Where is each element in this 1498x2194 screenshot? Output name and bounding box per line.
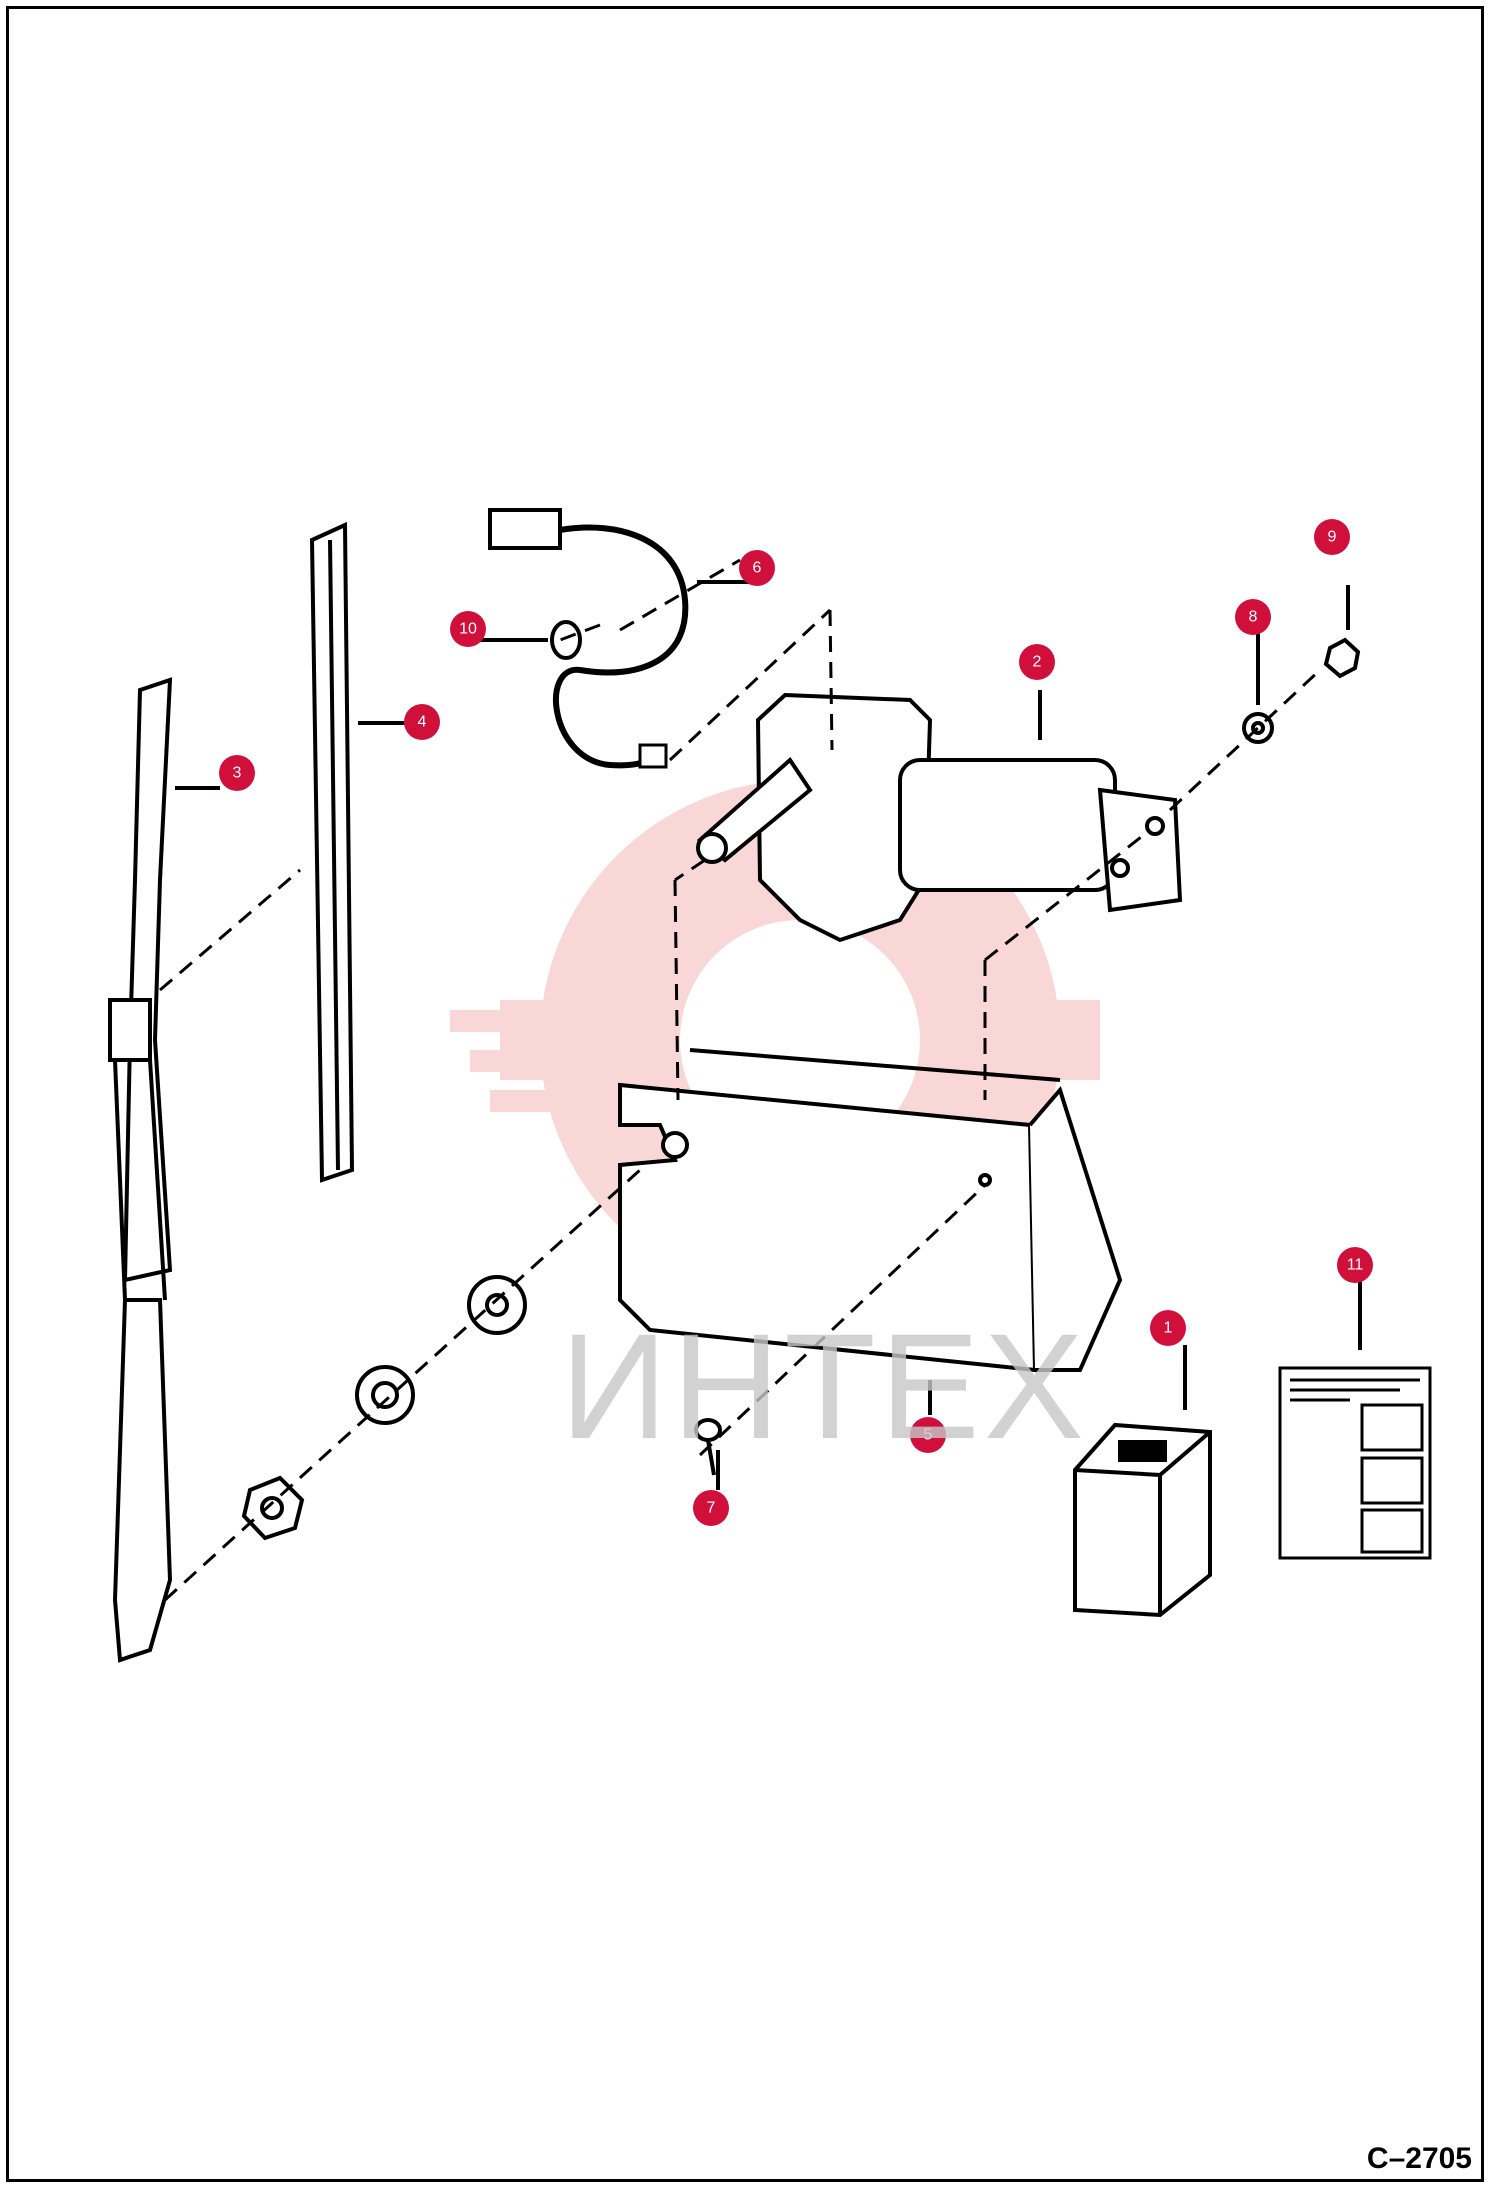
switch-box: [1073, 1422, 1212, 1618]
callout-4: 4: [404, 704, 440, 740]
arm-nut: [241, 1475, 305, 1541]
motor-nut: [1323, 637, 1361, 679]
callout-7-label: 7: [707, 1500, 716, 1517]
callout-7: 7: [693, 1490, 729, 1526]
arm-washer-large: [467, 1275, 527, 1335]
callout-9: 9: [1314, 519, 1350, 555]
callout-2-label: 2: [1033, 654, 1042, 671]
diagram-frame: [6, 6, 1484, 2182]
callout-11: 11: [1337, 1247, 1373, 1283]
callout-8: 8: [1235, 599, 1271, 635]
callout-1-label: 1: [1164, 1320, 1173, 1337]
mounting-bracket: [618, 1048, 1123, 1373]
callout-1: 1: [1150, 1310, 1186, 1346]
callout-4-label: 4: [418, 714, 427, 731]
spring-part: [550, 620, 582, 660]
callout-3: 3: [219, 755, 255, 791]
wiper-blade: [309, 521, 355, 1183]
wiper-arm: [108, 677, 173, 1663]
watermark-text: ИНТЕХ: [560, 1302, 1088, 1470]
callout-6: 6: [739, 550, 775, 586]
callout-10-label: 10: [459, 621, 477, 638]
callout-5-label: 5: [924, 1427, 933, 1444]
callout-6-label: 6: [753, 560, 762, 577]
arm-washer-small: [355, 1365, 415, 1425]
mounting-screw: [694, 1418, 722, 1476]
instruction-decal: [1278, 1366, 1432, 1560]
callout-5: 5: [910, 1417, 946, 1453]
reference-code: C–2705: [1366, 2142, 1472, 2175]
callout-8-label: 8: [1249, 609, 1258, 626]
callout-3-label: 3: [233, 765, 242, 782]
callout-2: 2: [1019, 644, 1055, 680]
wire-harness: [488, 508, 689, 769]
assembly-lines: [159, 558, 1322, 1602]
callout-11-label: 11: [1347, 1257, 1364, 1274]
wiper-motor: [696, 692, 1183, 943]
callout-9-label: 9: [1328, 529, 1337, 546]
callout-10: 10: [450, 611, 486, 647]
leader-lines: [175, 580, 1362, 1490]
